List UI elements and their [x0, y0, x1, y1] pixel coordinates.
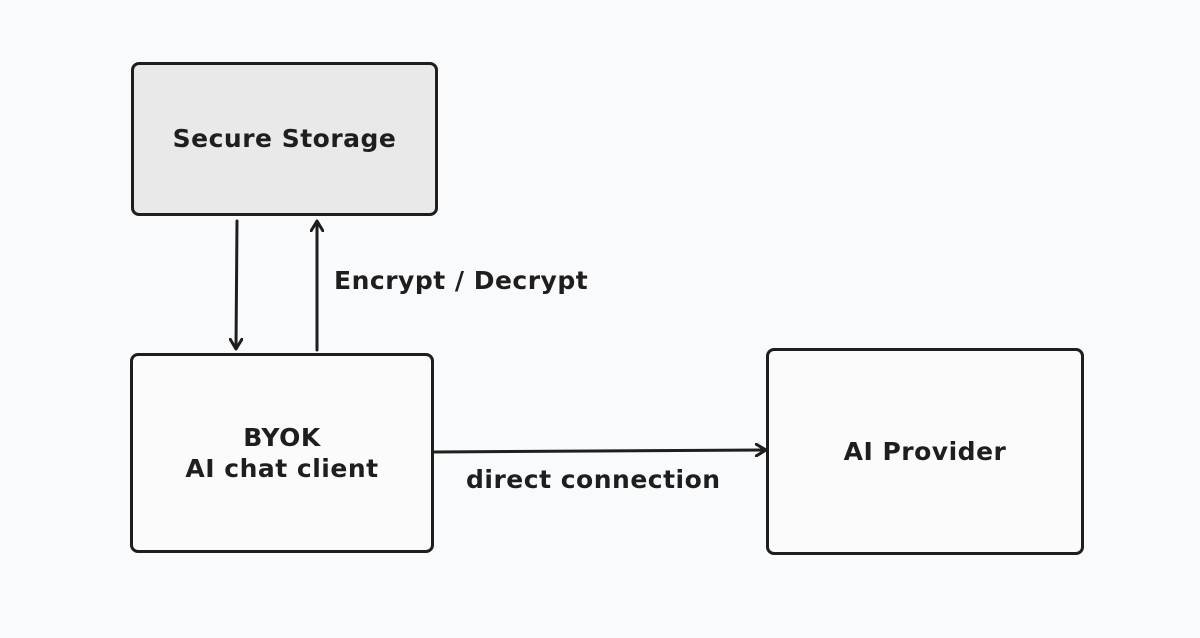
direct-connection-label: direct connection: [466, 465, 721, 494]
ai-provider-node: AI Provider: [766, 348, 1084, 555]
secure-storage-label: Secure Storage: [172, 124, 397, 154]
ai-provider-label: AI Provider: [843, 436, 1007, 466]
secure-storage-node: Secure Storage: [131, 62, 438, 216]
arrow-storage-to-client: [236, 219, 237, 348]
arrow-client-to-provider: [433, 450, 765, 452]
client-label-line1: BYOK: [243, 422, 321, 452]
encrypt-decrypt-label: Encrypt / Decrypt: [334, 266, 589, 295]
byok-client-node: BYOK AI chat client: [130, 353, 434, 553]
client-label-line2: AI chat client: [185, 454, 379, 483]
